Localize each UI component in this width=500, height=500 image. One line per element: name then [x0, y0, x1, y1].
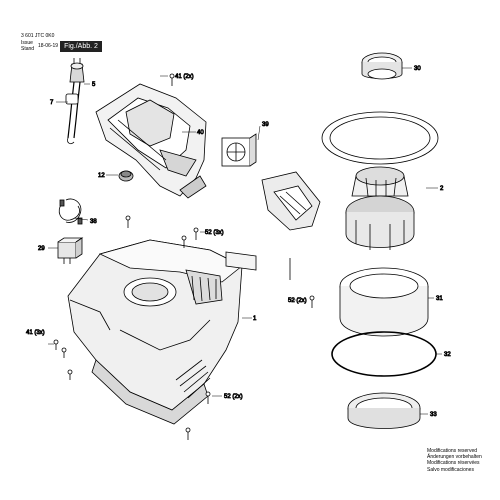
stand-label: Stand — [21, 46, 35, 52]
part-39-bracket-set — [221, 133, 321, 280]
callout-41-2x: 41 (2x) — [175, 74, 194, 80]
part-32-o-ring — [331, 331, 437, 377]
callout-7: 7 — [50, 100, 54, 106]
callout-52-2x-mid: 52 (2x) — [288, 298, 307, 304]
part-33-gasket — [347, 392, 421, 429]
callout-33: 33 — [430, 412, 437, 418]
part-1-housing — [67, 239, 243, 425]
callout-5: 5 — [92, 82, 96, 88]
part-30-seal-ring — [361, 52, 403, 80]
callout-39: 39 — [262, 122, 269, 128]
callout-labels: 5 7 41 (2x) 40 12 38 29 52 (3x) 1 39 52 … — [26, 66, 452, 419]
part-5-cable-plug — [65, 58, 85, 145]
callout-40: 40 — [197, 130, 204, 136]
callout-30: 30 — [414, 66, 421, 72]
footer-line-fr: Modifications réservées — [427, 460, 480, 467]
issue-label: Issue — [21, 40, 33, 46]
part-40-top-cover — [95, 83, 207, 199]
callout-1: 1 — [253, 316, 257, 322]
footer-line-en: Modifications reserved — [427, 448, 478, 454]
part-12-knob — [118, 170, 134, 182]
part-2-motor-ring — [321, 111, 439, 165]
part-29-switch — [57, 237, 84, 264]
callout-38: 38 — [90, 219, 97, 225]
part-31-filter-ring — [339, 267, 429, 337]
figure-label: Fig./Abb. 2 — [60, 41, 102, 52]
footer-notes: Modifications reserved Änderungen vorbeh… — [427, 448, 482, 473]
callout-52-3x: 52 (3x) — [205, 230, 224, 236]
screws — [53, 73, 315, 440]
leader-lines — [48, 67, 442, 415]
callout-32: 32 — [444, 352, 451, 358]
callout-52-2x-low: 52 (2x) — [224, 394, 243, 400]
callout-31: 31 — [436, 296, 443, 302]
callout-29: 29 — [38, 246, 45, 252]
document-number: 3 601 JTC 0K0 — [21, 33, 55, 39]
callout-41-3x: 41 (3x) — [26, 330, 45, 336]
footer-line-de: Änderungen vorbehalten — [427, 454, 482, 461]
callout-12: 12 — [98, 173, 105, 179]
callout-2: 2 — [440, 186, 444, 192]
part-2-motor — [345, 166, 415, 250]
issue-date: 18-06-19 — [38, 43, 59, 49]
footer-line-es: Salvo modificaciones — [427, 466, 474, 473]
part-38-wire-set — [58, 198, 83, 225]
